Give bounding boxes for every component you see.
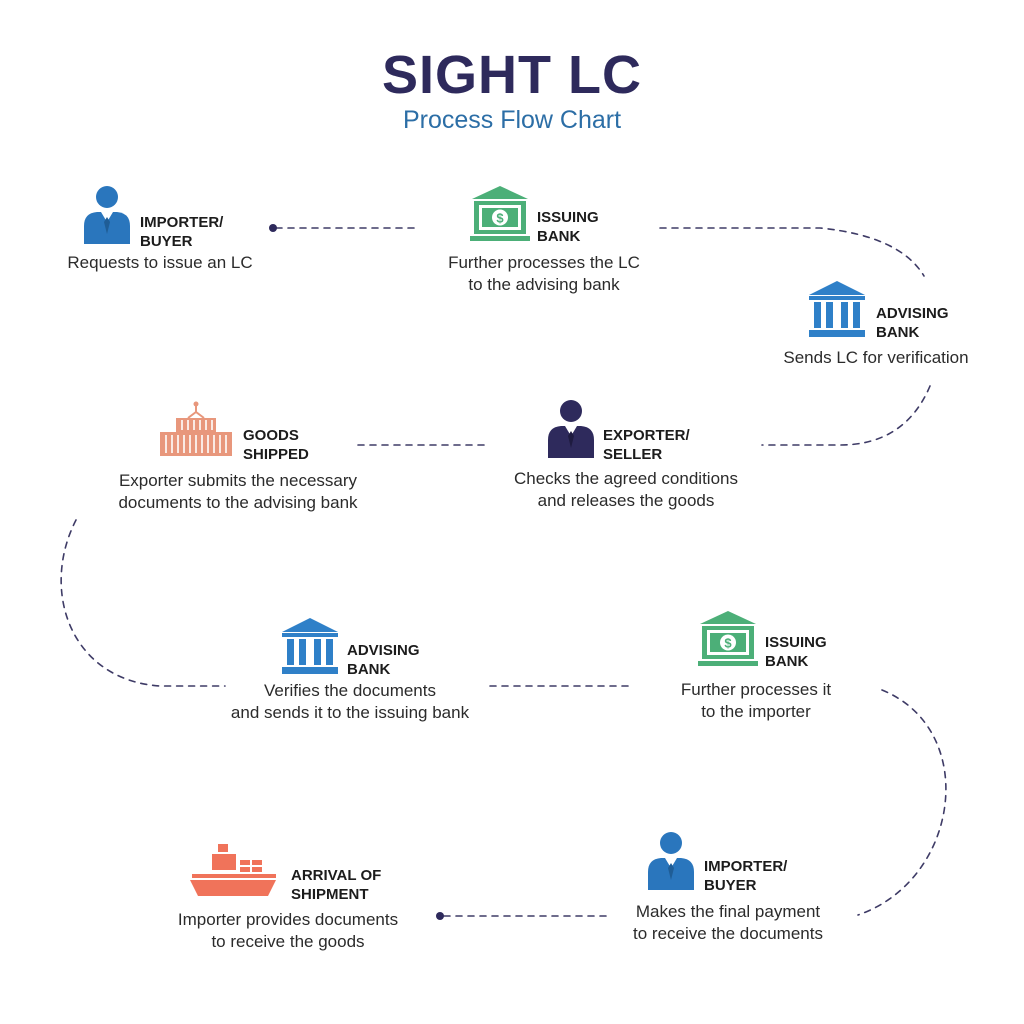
person-icon bbox=[84, 186, 130, 244]
flow-start-dot bbox=[269, 224, 277, 232]
ship-icon bbox=[190, 844, 276, 896]
step-3-description: Sends LC for verification bbox=[783, 348, 969, 367]
step-3-label: ADVISING BANK bbox=[876, 305, 949, 341]
page-title: SIGHT LC bbox=[382, 45, 642, 105]
step-5-label: GOODS SHIPPED bbox=[243, 427, 309, 463]
person-icon bbox=[648, 832, 694, 890]
connector-7-8 bbox=[857, 689, 947, 916]
step-7-label: ISSUING BANK bbox=[765, 634, 827, 670]
advising-bank-icon bbox=[809, 281, 865, 337]
step-1-label: IMPORTER/ BUYER bbox=[140, 214, 224, 250]
step-9-description: Importer provides documents to receive t… bbox=[177, 910, 399, 951]
step-9-label: ARRIVAL OF SHIPMENT bbox=[291, 867, 382, 903]
container-icon bbox=[160, 401, 232, 456]
svg-text:$: $ bbox=[724, 636, 732, 651]
step-8-description: Makes the final payment to receive the d… bbox=[633, 902, 823, 943]
step-4-description: Checks the agreed conditions and release… bbox=[514, 469, 738, 510]
step-8-label: IMPORTER/ BUYER bbox=[704, 858, 788, 894]
issuing-bank-icon: $ bbox=[698, 611, 758, 666]
step-4-label: EXPORTER/ SELLER bbox=[603, 427, 690, 463]
step-7-description: Further processes it to the importer bbox=[680, 680, 832, 721]
step-6-label: ADVISING BANK bbox=[347, 642, 420, 678]
person-icon bbox=[548, 400, 594, 458]
step-2-description: Further processes the LC to the advising… bbox=[448, 253, 640, 294]
flow-end-dot bbox=[436, 912, 444, 920]
page-subtitle: Process Flow Chart bbox=[402, 106, 622, 134]
advising-bank-icon bbox=[282, 618, 338, 674]
step-1-description: Requests to issue an LC bbox=[67, 253, 253, 272]
connector-5-6 bbox=[60, 519, 226, 687]
issuing-bank-icon: $ bbox=[470, 186, 530, 241]
step-2-label: ISSUING BANK bbox=[537, 209, 599, 245]
connector-3-4 bbox=[761, 385, 931, 446]
connector-2-3 bbox=[659, 227, 925, 277]
step-6-description: Verifies the documents and sends it to t… bbox=[230, 681, 470, 722]
step-5-description: Exporter submits the necessary documents… bbox=[118, 471, 358, 512]
svg-text:$: $ bbox=[496, 211, 504, 226]
